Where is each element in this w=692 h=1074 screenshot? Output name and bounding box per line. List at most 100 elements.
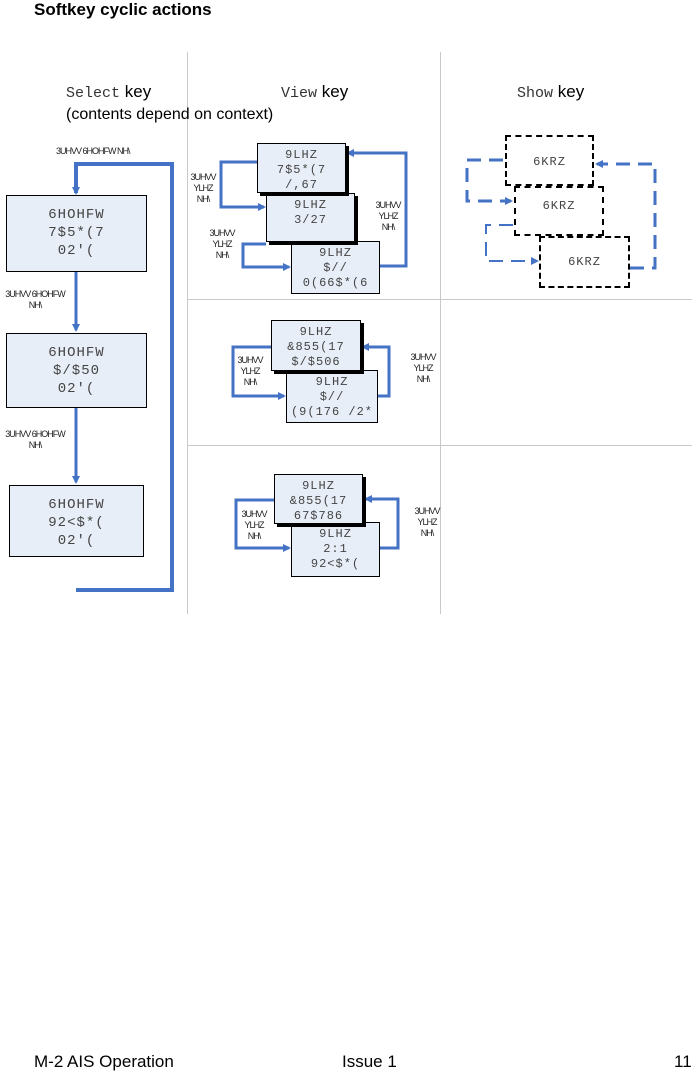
- view-label-3b-line3: NH\: [420, 528, 435, 538]
- select-target-line3: 02'(: [57, 243, 96, 259]
- show-box-1[interactable]: 6KRZ: [505, 135, 594, 186]
- view-label-3b: 3UHVV YLHZ NH\: [410, 506, 444, 539]
- view-key-word: key: [321, 82, 349, 101]
- row-divider-2: [187, 445, 692, 446]
- row-divider-1: [187, 299, 692, 300]
- view-label-2b-line1: 3UHVV: [410, 352, 436, 362]
- footer-center: Issue 1: [342, 1052, 397, 1071]
- select-label-mid1-line2: NH\: [28, 300, 43, 310]
- view-label-1c-line2: YLHZ: [378, 211, 398, 221]
- view-all-messages-line1: 9LHZ: [319, 246, 352, 260]
- select-label-mid2: 3UHVV 6HOHFW NH\: [0, 429, 70, 451]
- view-label-3a-line2: YLHZ: [244, 520, 264, 530]
- view-current-alarms-line3: $/$506: [291, 355, 341, 369]
- view1-arrow-a: [219, 160, 266, 211]
- view-label-3b-line1: 3UHVV: [414, 506, 440, 516]
- view-current-status-line3: 67$786: [293, 509, 344, 523]
- select-key-word: key: [124, 82, 152, 101]
- view-current-alarms-box[interactable]: 9LHZ &855(17 $/$506: [271, 320, 361, 371]
- view-all-messages-line2: $//: [323, 261, 348, 275]
- select-label-mid2-line2: NH\: [28, 440, 43, 450]
- select-alarm-box[interactable]: 6HOHFW $/$50 02'(: [6, 333, 147, 408]
- view-label-2a-line1: 3UHVV: [237, 355, 263, 365]
- view-label-1c: 3UHVV YLHZ NH\: [371, 200, 405, 233]
- select-voyage-line2: 92<$*(: [48, 515, 105, 531]
- select-key-code: Select: [66, 85, 121, 102]
- view-label-1a-line1: 3UHVV: [190, 172, 216, 182]
- view-label-2a-line3: NH\: [243, 377, 258, 387]
- view-label-1b-line1: 3UHVV: [209, 228, 235, 238]
- show-dashed-arrow-mid: [485, 224, 539, 265]
- view-all-events-line2: $//: [319, 390, 345, 404]
- select-target-box[interactable]: 6HOHFW 7$5*(7 02'(: [6, 195, 147, 272]
- view-label-2a-line2: YLHZ: [240, 366, 260, 376]
- view-current-alarms-line2: &855(17: [287, 340, 345, 354]
- page-heading: Softkey cyclic actions: [34, 0, 212, 19]
- view-label-1a-line3: NH\: [196, 194, 211, 204]
- view-label-3a-line1: 3UHVV: [241, 509, 267, 519]
- view-all-events-box[interactable]: 9LHZ $// (9(176 /2*: [286, 370, 378, 423]
- column-title-select: Select key: [66, 82, 151, 102]
- select-label-mid1: 3UHVV 6HOHFW NH\: [0, 289, 70, 311]
- select-target-line2: 7$5*(7: [48, 225, 105, 241]
- view-key-code: View: [281, 85, 318, 102]
- view-label-2b: 3UHVV YLHZ NH\: [407, 352, 439, 385]
- select-label-top: 3UHVV 6HOHFW NH\: [56, 146, 131, 156]
- show-dashed-arrow-right: [595, 160, 657, 270]
- column-divider-2: [440, 52, 441, 614]
- select-voyage-line1: 6HOHFW: [48, 497, 105, 513]
- view-label-2b-line3: NH\: [416, 374, 431, 384]
- select-alarm-line3: 02'(: [57, 381, 96, 397]
- select-loop-arrow: [72, 162, 174, 592]
- column-title-view: View key: [281, 82, 348, 102]
- select-target-line1: 6HOHFW: [48, 207, 105, 223]
- view-all-events-line3: (9(176 /2*: [290, 405, 373, 419]
- view-label-3a-line3: NH\: [247, 531, 262, 541]
- view2-arrow-b: [361, 343, 391, 398]
- view-own-voyage-line1: 9LHZ: [319, 527, 352, 541]
- show-box-3[interactable]: 6KRZ: [539, 236, 630, 288]
- view-current-status-box[interactable]: 9LHZ &855(17 67$786: [274, 474, 363, 524]
- view-label-1b: 3UHVV YLHZ NH\: [207, 228, 237, 261]
- context-note: (contents depend on context): [66, 106, 274, 123]
- view-current-status-line1: 9LHZ: [302, 479, 335, 493]
- view1-arrow-c: [346, 149, 408, 268]
- view-own-voyage-line3: 92<$*(: [310, 557, 361, 571]
- view-label-2b-line2: YLHZ: [413, 363, 433, 373]
- view-label-1c-line1: 3UHVV: [375, 200, 401, 210]
- view-label-2a: 3UHVV YLHZ NH\: [234, 355, 266, 388]
- view-target-list-line3: /,67: [285, 178, 318, 192]
- select-alarm-line1: 6HOHFW: [48, 345, 105, 361]
- select-voyage-box[interactable]: 6HOHFW 92<$*( 02'(: [9, 485, 144, 557]
- view-own-voyage-line2: 2:1: [323, 542, 348, 556]
- view-plot-line1: 9LHZ: [294, 198, 327, 212]
- view-plot-box[interactable]: 9LHZ 3/27: [266, 193, 355, 242]
- show-box-2[interactable]: 6KRZ: [514, 186, 604, 236]
- view-label-3b-line2: YLHZ: [417, 517, 437, 527]
- view-current-alarms-line1: 9LHZ: [299, 325, 333, 339]
- view1-arrow-b: [241, 242, 291, 271]
- view-label-1b-line2: YLHZ: [212, 239, 232, 249]
- show-dashed-arrow-left: [465, 158, 513, 205]
- show-key-word: key: [557, 82, 585, 101]
- column-divider-1: [187, 52, 188, 614]
- select-label-mid1-line1: 3UHVV 6HOHFW: [5, 289, 66, 299]
- view-all-events-line1: 9LHZ: [315, 375, 349, 389]
- select-label-mid2-line1: 3UHVV 6HOHFW: [5, 429, 66, 439]
- select-voyage-line3: 02'(: [57, 533, 96, 549]
- view-label-1a: 3UHVV YLHZ NH\: [188, 172, 218, 205]
- view2-arrow-a: [231, 345, 286, 400]
- view3-arrow-a: [234, 498, 291, 552]
- view-all-messages-box[interactable]: 9LHZ $// 0(66$*(6: [291, 241, 380, 294]
- view-all-messages-line3: 0(66$*(6: [302, 276, 369, 290]
- view3-arrow-b: [364, 495, 400, 550]
- view-target-list-box[interactable]: 9LHZ 7$5*(7 /,67: [257, 143, 346, 193]
- view-target-list-line2: 7$5*(7: [276, 163, 327, 177]
- view-label-1a-line2: YLHZ: [193, 183, 213, 193]
- view-label-1c-line3: NH\: [381, 222, 396, 232]
- view-own-voyage-box[interactable]: 9LHZ 2:1 92<$*(: [291, 522, 380, 577]
- view-plot-line2: 3/27: [294, 213, 327, 227]
- select-alarm-line2: $/$50: [52, 363, 100, 379]
- view-label-3a: 3UHVV YLHZ NH\: [238, 509, 270, 542]
